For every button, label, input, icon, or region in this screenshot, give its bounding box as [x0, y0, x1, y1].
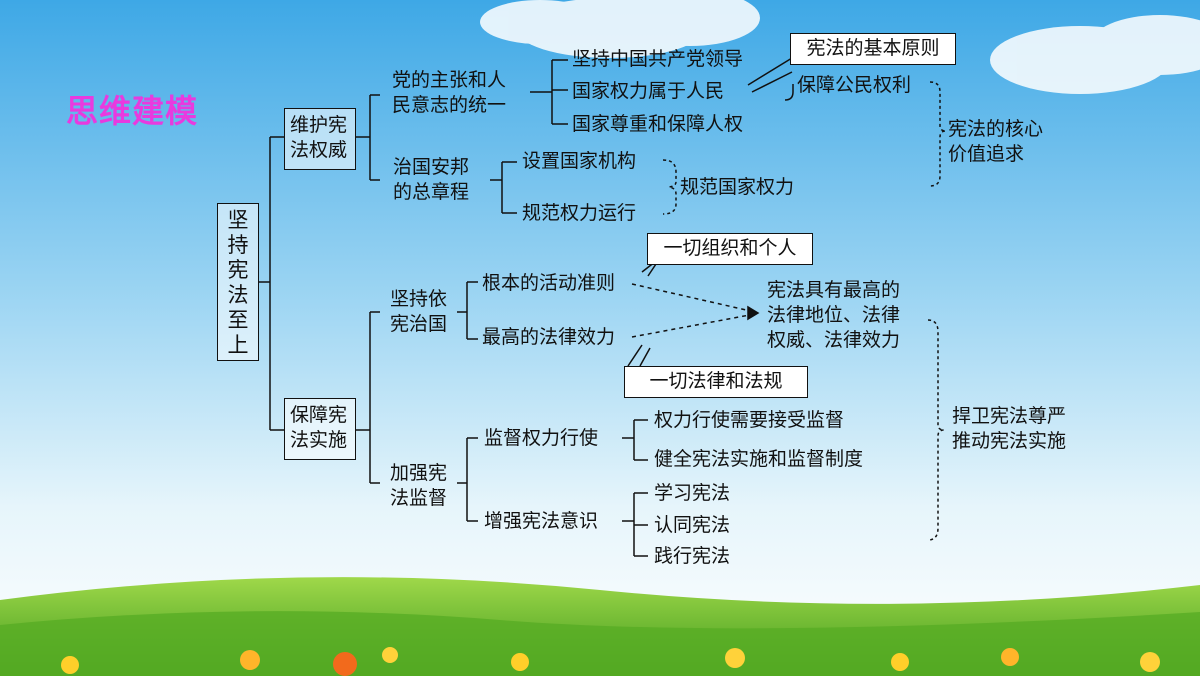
callout-all-laws: 一切法律和法规 — [624, 366, 808, 398]
root-node: 坚 持 宪 法 至 上 — [217, 203, 259, 361]
protect-rights-label: 保障公民权利 — [797, 74, 912, 96]
branch-1-label: 维护宪 法权威 — [290, 114, 348, 161]
branch-1-sub-1-label: 党的主张和人 民意志的统一 — [392, 69, 507, 116]
list-item: 设置国家机构 — [522, 150, 637, 172]
regulate-power-label: 规范国家权力 — [680, 176, 795, 198]
list-item: 规范权力运行 — [522, 202, 637, 224]
branch-2-sub-1-label: 坚持依 宪治国 — [390, 288, 448, 335]
list-item: 根本的活动准则 — [482, 272, 616, 294]
callout-principle: 宪法的基本原则 — [790, 33, 956, 65]
list-item: 国家权力属于人民 — [572, 80, 725, 102]
callout-all-organizations: 一切组织和个人 — [647, 233, 813, 265]
list-item: 最高的法律效力 — [482, 326, 616, 348]
group-label: 监督权力行使 — [484, 427, 599, 449]
core-value-label: 宪法的核心 价值追求 — [948, 118, 1044, 165]
list-item: 坚持中国共产党领导 — [572, 48, 744, 70]
list-item: 践行宪法 — [654, 545, 731, 567]
list-item: 学习宪法 — [654, 482, 731, 504]
list-item: 国家尊重和保障人权 — [572, 113, 744, 135]
list-item: 认同宪法 — [654, 514, 731, 536]
defend-constitution-label: 捍卫宪法尊严 推动宪法实施 — [952, 405, 1067, 452]
list-item: 权力行使需要接受监督 — [654, 409, 845, 431]
branch-2-node — [284, 398, 356, 460]
page-title: 思维建模 — [66, 92, 199, 130]
branch-2-label: 保障宪 法实施 — [290, 404, 348, 451]
flower-icon — [61, 647, 1160, 676]
group-label: 增强宪法意识 — [484, 510, 599, 532]
supreme-status-label: 宪法具有最高的 法律地位、法律 权威、法律效力 — [767, 279, 901, 351]
branch-1-sub-2-label: 治国安邦 的总章程 — [393, 156, 470, 203]
list-item: 健全宪法实施和监督制度 — [654, 448, 864, 470]
branch-2-sub-2-label: 加强宪 法监督 — [390, 462, 448, 509]
cloud-icon — [480, 0, 1200, 94]
branch-1-node — [284, 108, 356, 170]
